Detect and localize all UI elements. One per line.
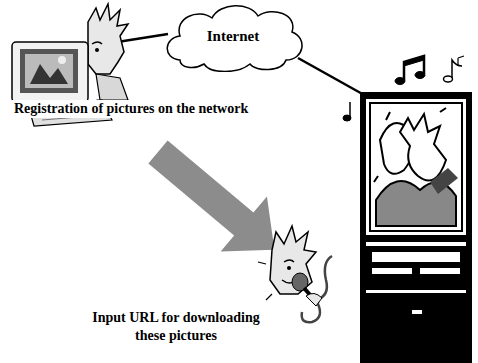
network-line xyxy=(298,58,366,96)
singer xyxy=(258,226,332,322)
cloud-node: Internet xyxy=(160,0,306,72)
node-label: Internet xyxy=(207,28,260,45)
caption-label: Registration of pictures on the network xyxy=(12,100,250,118)
karaoke-machine xyxy=(360,92,472,363)
cloud-outline xyxy=(167,6,302,72)
caption-label: Input URL for downloading these pictures xyxy=(80,309,272,344)
cloud-body: Internet xyxy=(160,0,306,72)
